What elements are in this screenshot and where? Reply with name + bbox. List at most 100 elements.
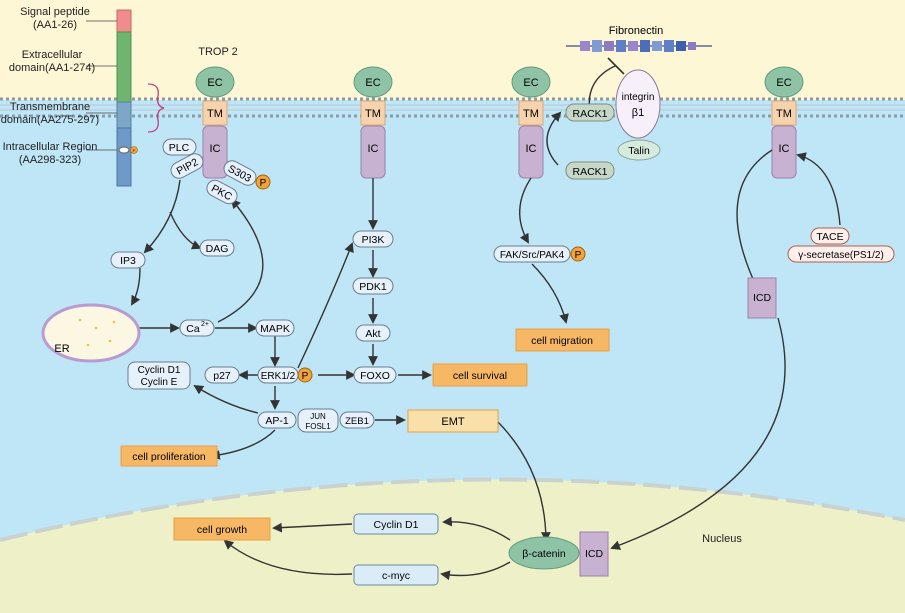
svg-text:FOSL1: FOSL1 xyxy=(305,422,331,431)
erk-phospho-badge: P xyxy=(297,367,313,383)
svg-text:c-myc: c-myc xyxy=(382,570,410,582)
gamma-secretase-node: γ-secretase(PS1/2) xyxy=(787,245,895,263)
cell-survival-box: cell survival xyxy=(432,363,528,387)
ic-text: IC xyxy=(779,143,790,155)
talin-node: Talin xyxy=(617,139,661,161)
svg-text:AP-1: AP-1 xyxy=(265,415,289,427)
domain-label-group: Signal peptide (AA1-26) Extracellular do… xyxy=(1,6,99,166)
svg-text:FOXO: FOXO xyxy=(360,370,390,382)
nuclear-envelope xyxy=(0,477,905,542)
tm-text: TM xyxy=(523,108,539,120)
svg-text:β-catenin: β-catenin xyxy=(522,548,566,560)
receptor-4: EC TM IC xyxy=(764,66,804,179)
svg-text:β1: β1 xyxy=(632,107,644,119)
svg-text:P: P xyxy=(302,371,309,382)
nucleus-label: Nucleus xyxy=(702,533,742,545)
extracellular-domain-segment xyxy=(116,31,132,103)
svg-text:MAPK: MAPK xyxy=(260,323,290,335)
icd-nuclear-node: ICD xyxy=(579,531,609,577)
svg-text:integrin: integrin xyxy=(622,92,655,103)
intracellular-domain-segment xyxy=(116,127,132,187)
receptor-3: EC TM IC xyxy=(511,66,551,179)
tace-node: TACE xyxy=(810,227,850,245)
svg-text:cell proliferation: cell proliferation xyxy=(132,451,206,463)
svg-text:DAG: DAG xyxy=(206,243,229,255)
receptor-2: EC TM IC xyxy=(353,66,393,179)
svg-text:PDK1: PDK1 xyxy=(359,281,387,293)
svg-text:cell survival: cell survival xyxy=(453,370,507,382)
cyclin-d1-nuclear-node: Cyclin D1 xyxy=(353,513,439,535)
transmembrane-label: Transmembrane xyxy=(10,101,90,113)
svg-text:EMT: EMT xyxy=(441,416,465,428)
er-organelle: ER xyxy=(41,303,141,363)
svg-text:Cyclin E: Cyclin E xyxy=(141,377,178,388)
domain-phospho-text: P xyxy=(133,148,136,153)
cell-migration-box: cell migration xyxy=(515,328,610,352)
ap1-node: AP-1 xyxy=(257,411,297,429)
svg-text:ERK1/2: ERK1/2 xyxy=(261,371,296,382)
svg-text:ICD: ICD xyxy=(753,292,772,304)
fak-src-pak4-node: FAK/Src/PAK4 xyxy=(493,245,571,263)
cell-proliferation-box: cell proliferation xyxy=(120,445,218,467)
integrin-node: integrin β1 xyxy=(615,69,661,139)
svg-text:Cyclin D1: Cyclin D1 xyxy=(138,365,181,376)
svg-text:cell growth: cell growth xyxy=(197,524,247,536)
domain-pointers xyxy=(86,20,117,151)
plc-node: PLC xyxy=(162,138,197,156)
svg-text:RACK1: RACK1 xyxy=(572,166,607,178)
domain-bar: P xyxy=(116,9,138,187)
mapk-node: MAPK xyxy=(255,319,295,337)
signal-peptide-segment xyxy=(116,9,132,33)
svg-text:RACK1: RACK1 xyxy=(572,108,607,120)
tm-text: TM xyxy=(776,108,792,120)
ec-text: EC xyxy=(776,77,791,89)
signal-peptide-label: Signal peptide xyxy=(20,6,90,18)
inhibition-bar xyxy=(607,57,625,75)
svg-text:TACE: TACE xyxy=(816,231,843,243)
tm-text: TM xyxy=(207,108,223,120)
receptor-1: EC TM IC xyxy=(195,66,235,179)
p27-node: p27 xyxy=(204,366,240,384)
zeb1-node: ZEB1 xyxy=(339,411,375,429)
fibronectin-molecule: Fibronectin xyxy=(566,25,712,52)
trop2-label: TROP 2 xyxy=(198,46,238,58)
jun-fosl1-node: JUN FOSL1 xyxy=(297,408,339,433)
ec-text: EC xyxy=(523,77,538,89)
svg-text:Akt: Akt xyxy=(365,328,380,340)
rack1-top-node: RACK1 xyxy=(565,103,615,122)
svg-text:PI3K: PI3K xyxy=(362,234,385,246)
extracellular-range: domain(AA1-274) xyxy=(9,62,95,74)
foxo-node: FOXO xyxy=(353,366,397,384)
ec-text: EC xyxy=(365,77,380,89)
svg-text:Talin: Talin xyxy=(628,145,650,157)
cmyc-node: c-myc xyxy=(353,564,439,586)
emt-box: EMT xyxy=(407,409,499,433)
cyclin-de-node: Cyclin D1 Cyclin E xyxy=(127,361,191,390)
dag-node: DAG xyxy=(199,239,235,257)
svg-text:P: P xyxy=(575,250,582,261)
tm-text: TM xyxy=(365,108,381,120)
svg-text:ICD: ICD xyxy=(585,548,604,560)
icd-cytoplasm-node: ICD xyxy=(747,277,777,319)
s303-phospho-badge: P xyxy=(255,174,271,190)
extracellular-label: Extracellular xyxy=(22,49,83,61)
svg-text:Ca: Ca xyxy=(186,323,200,335)
ic-text: IC xyxy=(526,143,537,155)
fibronectin-label: Fibronectin xyxy=(609,25,663,37)
transmembrane-range: domain(AA275-297) xyxy=(1,114,99,126)
svg-text:IP3: IP3 xyxy=(120,255,136,267)
beta-catenin-node: β-catenin xyxy=(508,536,580,570)
membrane-brace xyxy=(147,83,165,133)
svg-text:JUN: JUN xyxy=(310,412,326,421)
ip3-node: IP3 xyxy=(110,251,146,269)
rack1-bottom-node: RACK1 xyxy=(565,161,615,180)
pdk1-node: PDK1 xyxy=(352,277,394,295)
intracellular-range: (AA298-323) xyxy=(19,154,81,166)
svg-text:γ-secretase(PS1/2): γ-secretase(PS1/2) xyxy=(798,250,884,261)
fak-phospho-badge: P xyxy=(570,246,586,262)
calcium-node: Ca 2+ xyxy=(179,319,215,337)
svg-text:ER: ER xyxy=(54,343,69,355)
svg-text:ZEB1: ZEB1 xyxy=(345,416,369,427)
ic-text: IC xyxy=(210,143,221,155)
